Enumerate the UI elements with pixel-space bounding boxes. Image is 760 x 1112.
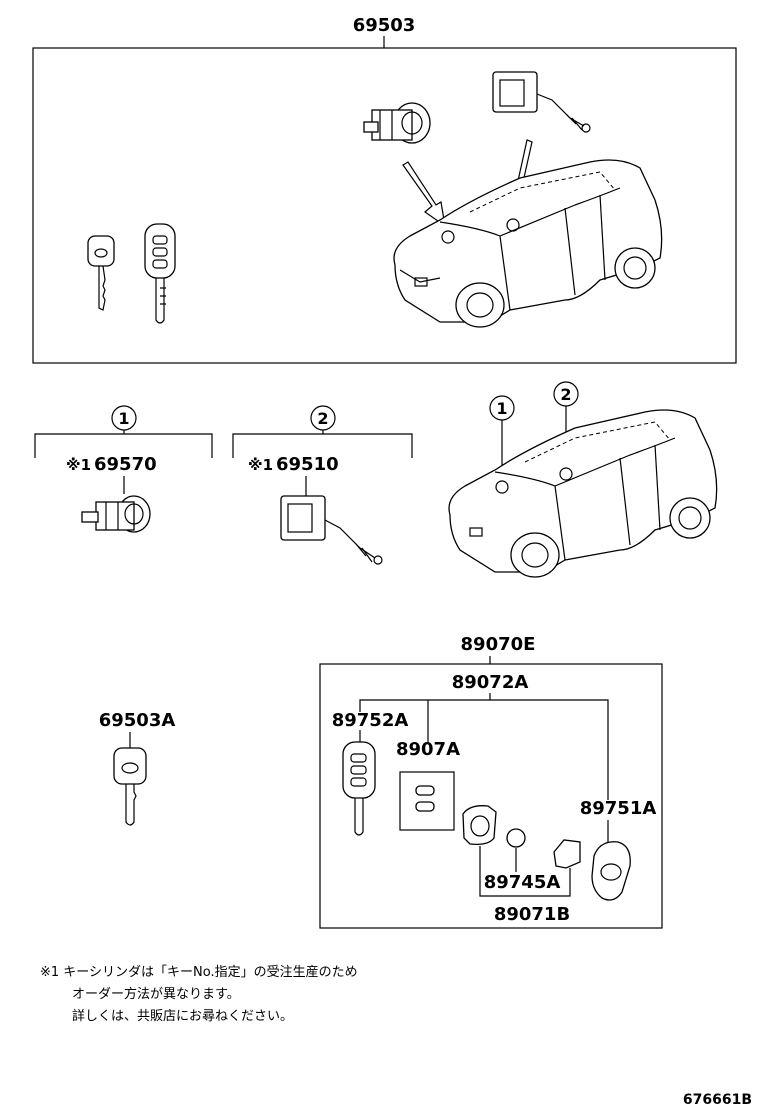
label-transmitter-set: 89070E xyxy=(461,634,536,655)
callout-2-number: 2 xyxy=(560,385,571,404)
bracket-case-sub xyxy=(479,846,571,897)
figure-code: 676661B xyxy=(683,1092,752,1108)
door-lock-cylinder-icon xyxy=(363,102,431,144)
arrow-icon xyxy=(402,161,446,228)
label-key-blank: 69503A xyxy=(99,710,176,731)
label-remote-key: 89752A xyxy=(332,710,409,731)
door-lock-actuator-icon xyxy=(492,71,591,133)
transmitter-box xyxy=(319,663,663,929)
remote-key-icon xyxy=(144,223,176,324)
note-line-3: 詳しくは、共販店にお尋ねください。 xyxy=(72,1008,293,1024)
label-case-part: 89751A xyxy=(580,798,657,819)
car-icon xyxy=(393,159,663,328)
key-blank-icon xyxy=(113,747,147,826)
battery-box xyxy=(399,771,455,831)
label-assembly-top: 69503 xyxy=(353,15,416,36)
label-part-cyl-2: 69510 xyxy=(276,454,339,475)
note-mark-1: ※1 xyxy=(66,456,91,474)
door-lock-actuator-icon xyxy=(280,495,383,565)
remote-key-icon xyxy=(342,741,376,836)
callout-1-number: 1 xyxy=(496,399,507,418)
label-cover-part: 89745A xyxy=(484,872,561,893)
label-battery-part: 8907A xyxy=(396,739,460,760)
assembly-box xyxy=(32,47,737,364)
note-line-1: ※1 キーシリンダは「キーNo.指定」の受注生産のため xyxy=(40,964,358,980)
note-mark-2: ※1 xyxy=(248,456,273,474)
label-part-cyl-1: 69570 xyxy=(94,454,157,475)
battery-icon xyxy=(415,785,435,812)
case-cover-icon xyxy=(553,839,581,869)
bracket-transmitter-sub xyxy=(359,699,609,800)
battery-cell-icon xyxy=(506,828,526,848)
seal-ring-icon xyxy=(462,805,497,846)
label-case-sub: 89071B xyxy=(494,904,570,925)
label-transmitter-sub: 89072A xyxy=(452,672,529,693)
car-icon xyxy=(448,409,718,578)
callout-1-number: 1 xyxy=(118,409,129,428)
transmitter-case-icon xyxy=(591,841,631,901)
note-line-2: オーダー方法が異なります。 xyxy=(72,986,240,1002)
door-lock-cylinder-icon xyxy=(81,495,151,533)
callout-2-number: 2 xyxy=(317,409,328,428)
key-icon xyxy=(87,235,115,311)
